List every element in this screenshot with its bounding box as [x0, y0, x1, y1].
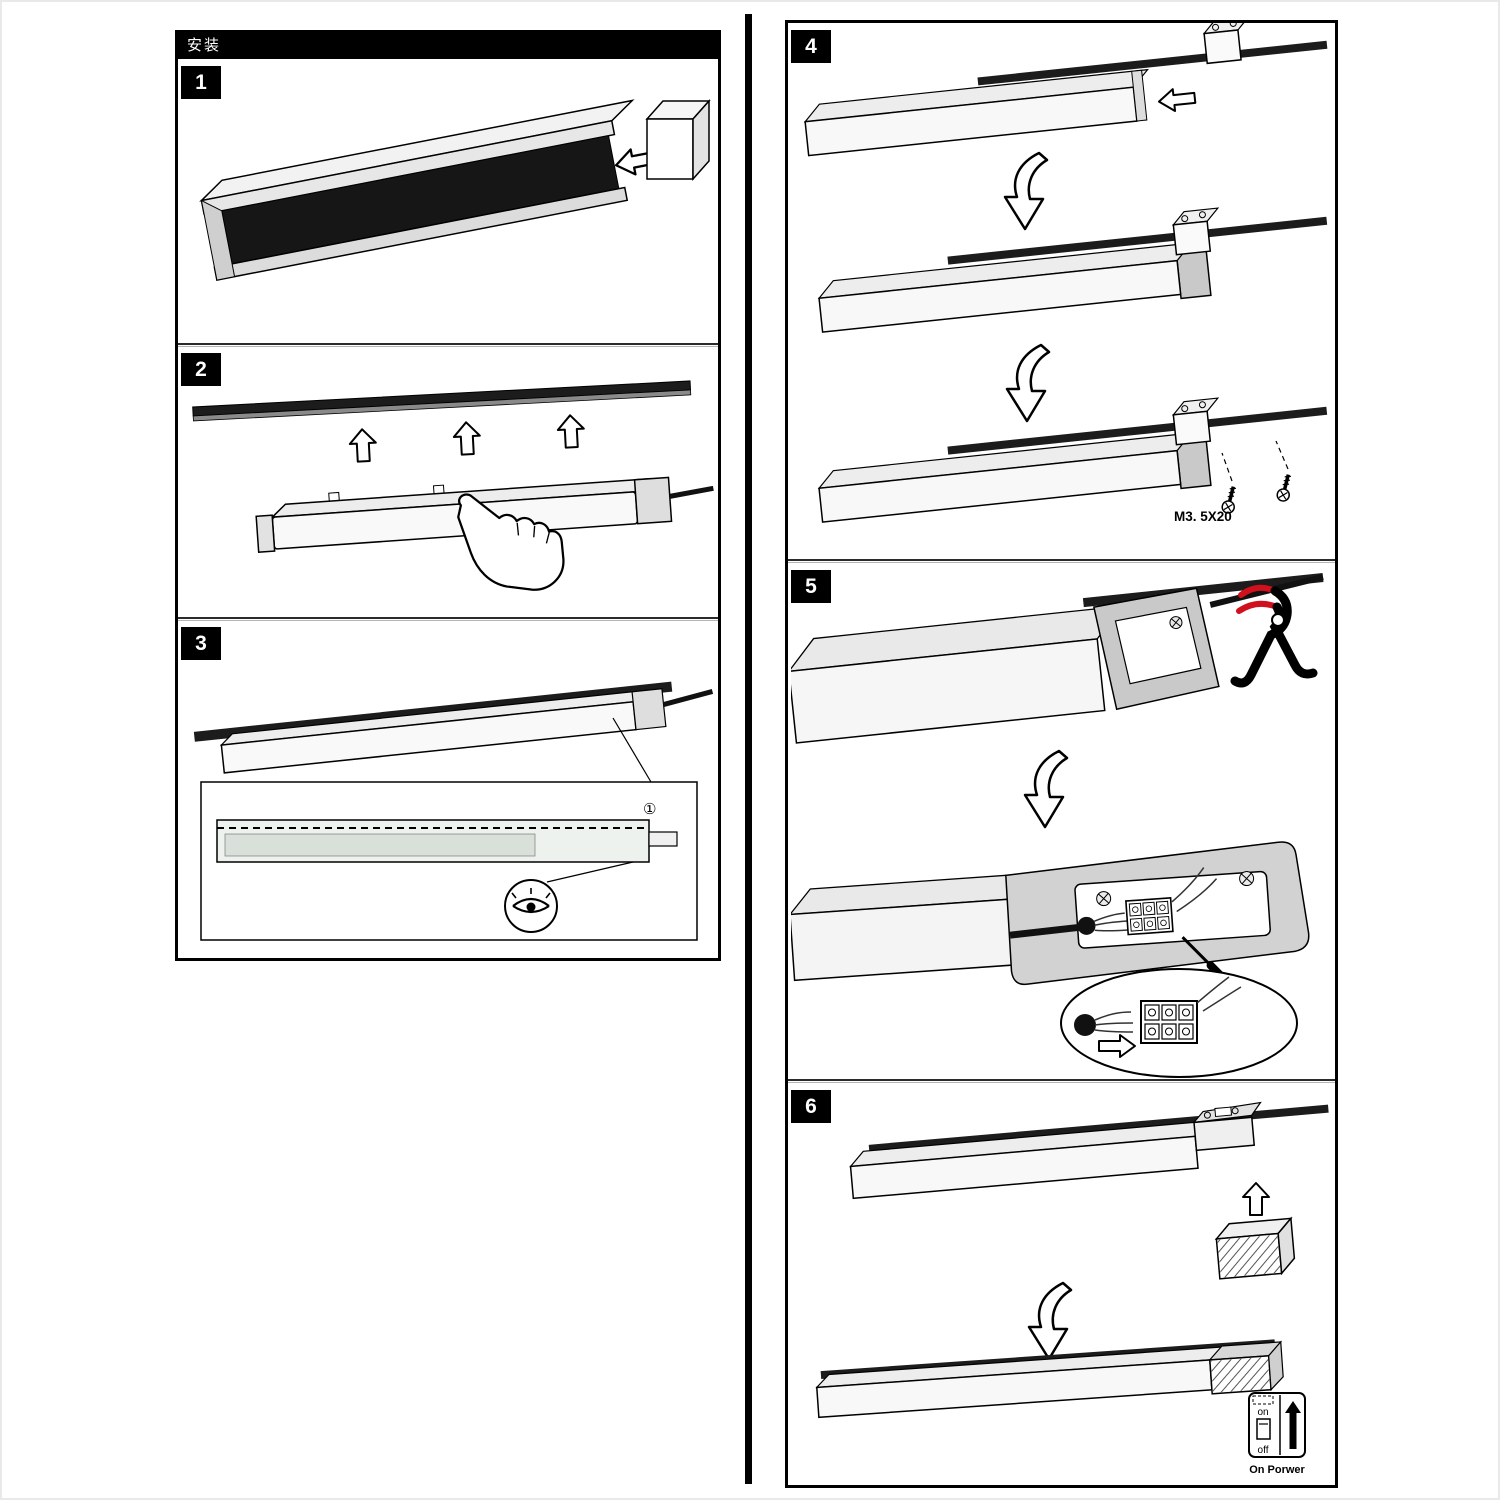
curved-arrow-icon	[1005, 343, 1051, 423]
track-connector	[1171, 207, 1220, 256]
step-4-section: 4	[788, 23, 1335, 559]
mounting-rail	[192, 380, 692, 422]
detail-marker: ①	[643, 801, 656, 818]
pliers-icon	[1230, 584, 1318, 688]
step-3-illustration: ①	[193, 681, 714, 941]
step-1-badge: 1	[181, 66, 221, 99]
slide-left-arrow-icon	[1156, 85, 1197, 114]
screwdriver-icon	[1181, 936, 1212, 967]
separator	[178, 343, 718, 347]
step-2-illustration	[192, 380, 714, 591]
step-3-section: 3 ①	[178, 620, 718, 952]
step-4-illustration: M3. 5X20	[803, 23, 1328, 524]
curved-arrow-icon	[1027, 1281, 1073, 1361]
step6-stage2	[815, 1339, 1284, 1419]
separator	[788, 1079, 1335, 1083]
hand-icon	[457, 493, 565, 591]
step-5-illustration	[791, 572, 1324, 1078]
separator	[788, 559, 1335, 563]
leader-line	[612, 717, 652, 783]
step-5-section: 5	[788, 563, 1335, 1079]
separator	[178, 617, 718, 621]
switch-up-arrow-icon	[1285, 1401, 1301, 1449]
step4-stage2	[817, 207, 1328, 333]
step-2-badge: 2	[181, 353, 221, 386]
screw-guide-line	[1221, 452, 1233, 482]
terminal-detail-inset	[1060, 968, 1298, 1078]
eye-icon	[504, 879, 558, 933]
power-cable	[662, 689, 714, 708]
curved-arrow-icon	[1023, 749, 1069, 829]
step-5-badge: 5	[791, 570, 831, 603]
cable-end	[1009, 923, 1080, 939]
wires	[1196, 976, 1242, 1012]
step4-stage1	[803, 23, 1328, 157]
connector-stub	[648, 831, 678, 847]
step-6-illustration: on off On Porwer	[815, 1101, 1329, 1476]
track-connector	[1202, 23, 1250, 65]
wires	[1171, 867, 1218, 913]
wires	[1093, 912, 1128, 932]
switch-slider	[1256, 1418, 1271, 1440]
step-1-section: 1	[178, 59, 718, 343]
aluminium-profile	[199, 99, 635, 281]
step-1-illustration	[199, 99, 711, 281]
power-cable	[669, 485, 714, 499]
up-arrow-icon	[452, 420, 482, 456]
panel-steps-4-6: 4	[785, 20, 1338, 1488]
switch-on-label: on	[1257, 1407, 1268, 1418]
column-divider	[745, 14, 752, 1484]
terminal-block	[1140, 1000, 1198, 1044]
installed-bar	[193, 681, 714, 774]
screw-spec-label: M3. 5X20	[1174, 509, 1232, 524]
step5-stage1	[791, 572, 1324, 744]
panel-steps-1-3: 安装 1 2	[175, 30, 721, 961]
step4-stage3	[817, 397, 1328, 523]
step5-stage2	[791, 841, 1310, 986]
step-2-section: 2	[178, 346, 718, 617]
curved-arrow-icon	[1003, 151, 1049, 231]
up-arrow-icon	[556, 413, 586, 449]
step-6-badge: 6	[791, 1090, 831, 1123]
power-switch-icon: on off On Porwer	[1248, 1392, 1306, 1476]
up-arrow-icon	[348, 427, 378, 463]
section-title: 安装	[178, 33, 718, 59]
terminal-block	[1125, 897, 1174, 936]
hatched-end-cap	[1214, 1216, 1296, 1280]
hatched-end-cap	[1208, 1340, 1284, 1395]
wires	[1094, 1011, 1134, 1033]
open-end-connector	[1192, 1101, 1262, 1152]
end-cap	[645, 99, 711, 181]
up-arrow-icon	[1242, 1182, 1270, 1216]
step6-stage1	[849, 1101, 1329, 1200]
end-frame	[1092, 587, 1220, 711]
step-6-section: 6	[788, 1083, 1335, 1479]
step-4-badge: 4	[791, 30, 831, 63]
detail-inset: ①	[200, 781, 698, 941]
step-3-badge: 3	[181, 627, 221, 660]
screw-guide-line	[1275, 440, 1289, 470]
leader-line	[546, 861, 634, 883]
track-connector	[1171, 397, 1220, 446]
power-caption: On Porwer	[1249, 1464, 1305, 1476]
screw-icon	[1274, 471, 1296, 505]
switch-off-label: off	[1258, 1445, 1269, 1456]
